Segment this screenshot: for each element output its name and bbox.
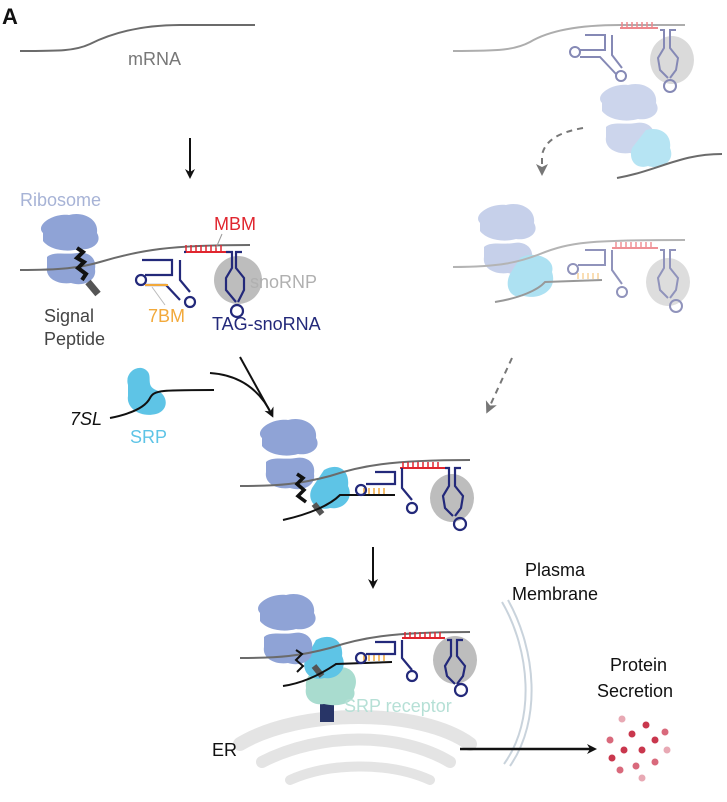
seven-bm-label: 7BM [148,306,185,326]
panel-label: A [2,4,18,29]
mrna-label: mRNA [128,49,181,69]
tag-snorna-label: TAG-snoRNA [212,314,321,334]
protein-dot [661,728,669,736]
protein-dot [632,762,640,770]
plasma-label-2: Membrane [512,584,598,604]
snornp-blob [214,256,262,304]
right-ribosome-srp [600,83,672,168]
protein-dot [638,746,646,754]
7sl-rna [109,389,215,419]
mrna-strand-2 [19,244,251,271]
signal-peptide-chain [73,246,89,282]
srp-receptor-label: SRP receptor [344,696,452,716]
7sl-label: 7SL [70,409,102,429]
protein-dot [618,715,626,723]
protein-label-1: Protein [610,655,667,675]
plasma-membrane-outer [501,601,527,765]
plasma-membrane-inner [507,599,533,767]
er-label: ER [212,740,237,760]
plasma-label-1: Plasma [525,560,586,580]
right-top-complex [452,22,694,93]
protein-dot [651,736,659,744]
secreted-proteins [606,715,671,782]
snornp-label: snoRNP [250,272,317,292]
arrow-srp-merge [209,372,274,418]
protein-dot [620,746,628,754]
mbm-leader [215,233,223,249]
protein-dot [616,766,624,774]
ribosome [41,213,99,285]
step3-complex [239,418,474,532]
signal-peptide-label-2: Peptide [44,329,105,349]
right-7sl-rna [616,153,723,179]
seven-bm-leader [151,286,166,306]
dashed-curve-arrow [541,127,584,156]
mrna-strand [19,24,255,52]
protein-dot [663,746,671,754]
dashed-arrow-diagonal [485,357,513,414]
right-middle-complex [452,203,690,313]
protein-dot [642,721,650,729]
signal-peptide-label-1: Signal [44,306,94,326]
srp-label: SRP [130,427,167,447]
protein-dot [628,730,636,738]
er-organelle [233,710,477,785]
protein-label-2: Secretion [597,681,673,701]
protein-dot [608,754,616,762]
ribosome-label: Ribosome [20,190,101,210]
protein-dot [638,774,646,782]
mbm-label: MBM [214,214,256,234]
arrow-merge-line [239,356,273,416]
srp-particle [127,367,166,415]
protein-dot [606,736,614,744]
mbm-duplex [184,245,226,253]
step4-complex [239,593,477,698]
signal-peptide-block [85,279,101,297]
protein-dot [651,758,659,766]
